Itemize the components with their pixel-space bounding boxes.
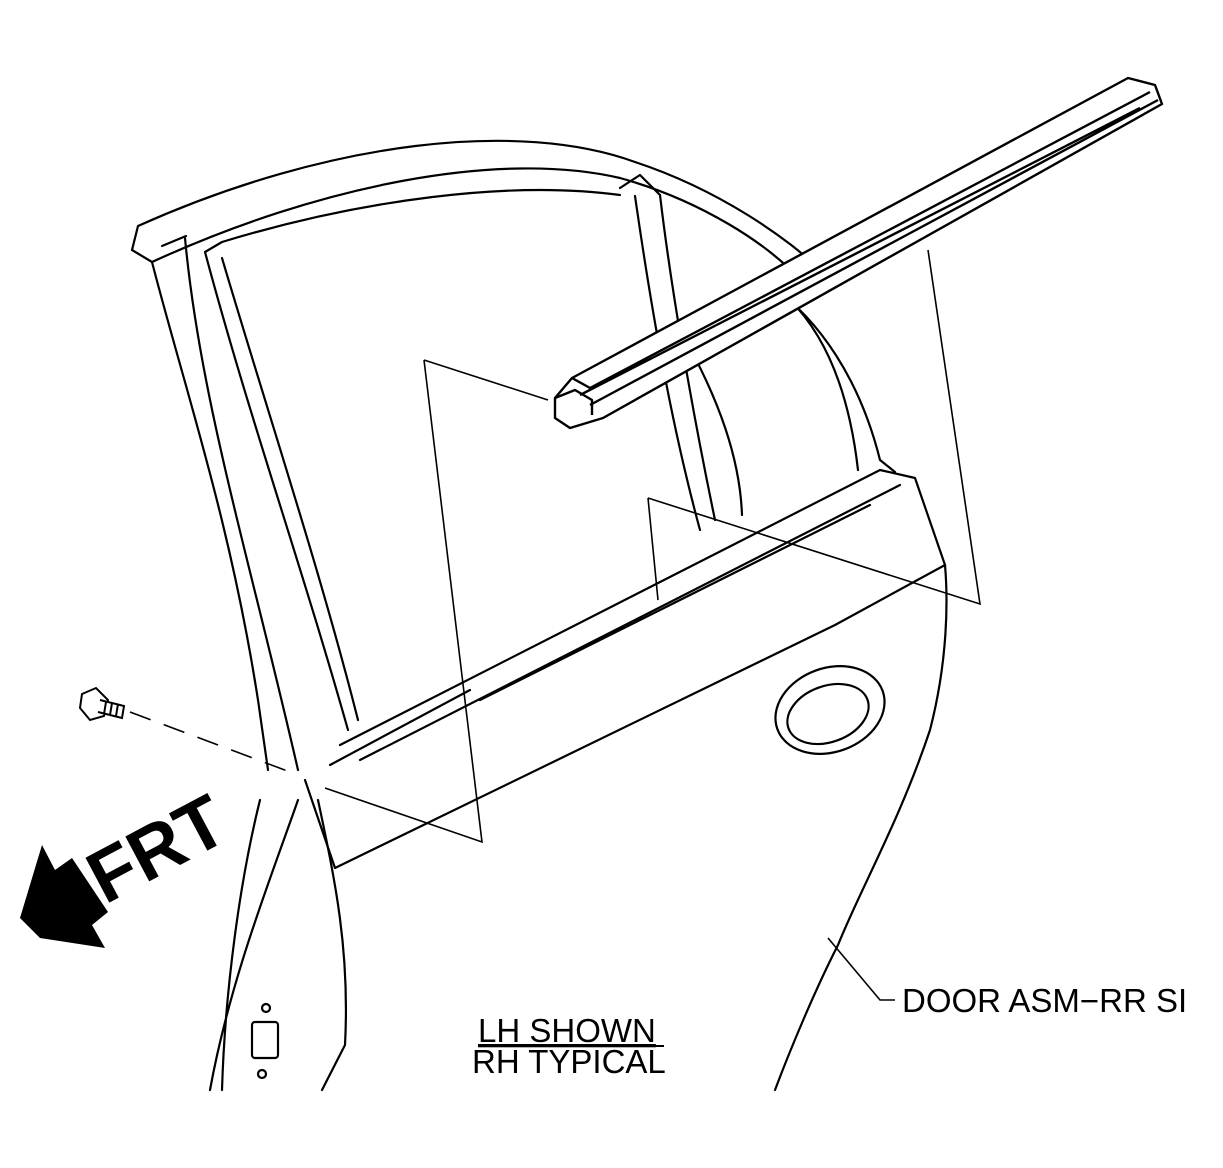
window-opening (203, 188, 622, 732)
front-direction-indicator: FRT (20, 778, 240, 948)
latch-screw-upper (260, 1002, 272, 1014)
rh-typical-label: RH TYPICAL (472, 1043, 666, 1080)
orientation-note: LH SHOWN RH TYPICAL (472, 1012, 666, 1080)
door-handle-recess (774, 665, 886, 755)
door-frame-inner-3 (160, 234, 188, 248)
bolt-icon (78, 686, 126, 722)
door-frame-inner-2 (183, 236, 300, 772)
door-lower-front (208, 798, 348, 1092)
door-latch (250, 1020, 280, 1060)
latch-screw-lower (256, 1068, 268, 1080)
door-assembly (130, 139, 948, 1092)
door-callout-label: DOOR ASM−RR SI (902, 982, 1187, 1019)
door-frame-inner-1 (150, 167, 802, 282)
belt-line (328, 468, 947, 767)
door-outer-panel (303, 563, 948, 1092)
door-callout-leader (827, 937, 895, 1001)
arrow-down-left-icon (20, 845, 108, 948)
alignment-planes (129, 249, 981, 844)
plane-left (324, 359, 549, 844)
door-frame-outer (130, 139, 822, 772)
belt-weatherstrip (553, 76, 1164, 430)
lh-shown-label: LH SHOWN (478, 1012, 656, 1049)
weatherstrip-edge (571, 90, 1159, 407)
bolt-leader (129, 711, 299, 776)
weatherstrip-end (554, 388, 594, 415)
plane-right-edge (647, 497, 659, 601)
door-handle-recess-inner (786, 682, 870, 746)
plane-right (647, 249, 981, 606)
